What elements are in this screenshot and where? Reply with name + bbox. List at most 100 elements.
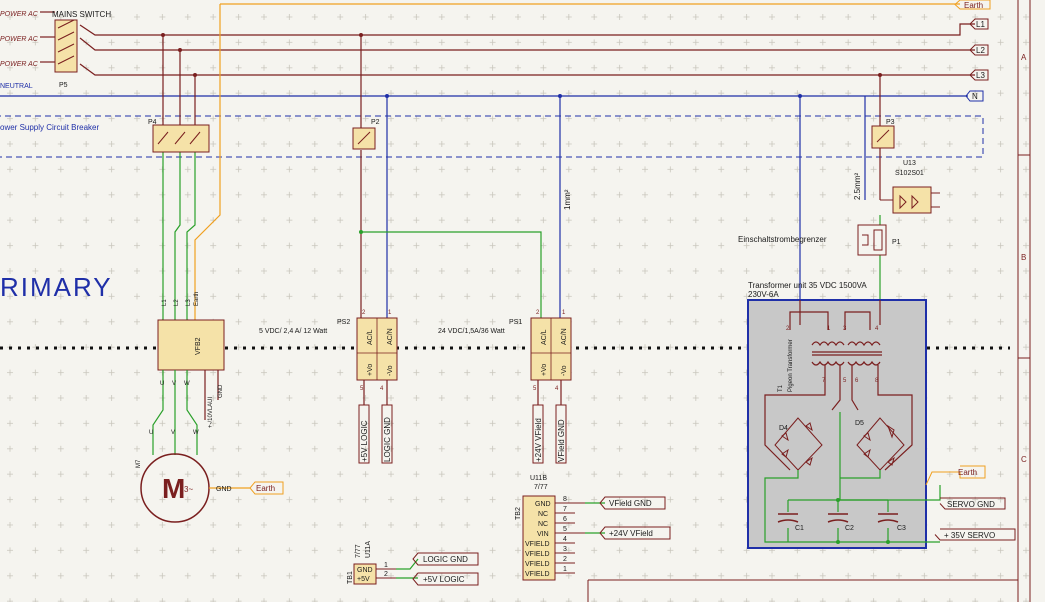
breaker-p3: [871, 125, 895, 149]
transformer-pin-6: 6: [855, 378, 859, 384]
frame-letter-b: B: [1021, 253, 1026, 262]
wire-cross-section-2: 2.5mm²: [853, 173, 862, 200]
ps1-output-labels: [532, 404, 567, 464]
section-label-primary: RIMARY: [0, 272, 113, 302]
transformer-title: Transformer unit 35 VDC 1500VA: [748, 281, 867, 290]
sheet-frame: [587, 0, 1031, 602]
power-supply-ps1: [530, 317, 572, 405]
vfd-out-u: U: [160, 381, 164, 387]
inrush-limiter-p1: [857, 224, 887, 256]
vfd-out-w: W: [184, 381, 190, 387]
tb2-num-2: 2: [563, 556, 567, 563]
relay-u13-part: S102S01: [895, 170, 924, 177]
tb1-num-1: 1: [384, 562, 388, 569]
tb1-title-part: 7/77: [355, 544, 362, 558]
tb2-title-ref: U11B: [530, 475, 547, 482]
ps2-pin-1: 1: [388, 310, 392, 316]
transformer-pin-3: 3: [843, 326, 847, 332]
tb2-title-part: 7/77: [534, 484, 548, 491]
vfd-out-v: V: [172, 381, 176, 387]
ps1-pin-2: 2: [536, 310, 540, 316]
junction-dot: [798, 94, 802, 98]
ps1-pin-acn: AC/N: [561, 328, 568, 345]
tb1-title-ref: U11A: [365, 541, 372, 558]
tb2-pin-vin: VIN: [537, 531, 549, 538]
junction-dot: [558, 94, 562, 98]
frame-letter-a: A: [1021, 53, 1027, 62]
motor-pin-w: W: [193, 430, 199, 436]
tb2-ref: TB2: [515, 507, 522, 520]
transformer-pin-7: 7: [822, 378, 826, 384]
transformer-part: Pigeon Transformer: [788, 339, 794, 392]
tb2-num-5: 5: [563, 526, 567, 533]
terminal-block-tb2: [522, 495, 671, 581]
breaker-p3-ref: P3: [886, 119, 895, 126]
vfd-pin-l2: L2: [174, 299, 180, 306]
ps2-ref: PS2: [337, 319, 350, 326]
net-label-l2: L2: [969, 44, 989, 56]
power-rails: [0, 3, 975, 97]
net-label-n-text: N: [972, 92, 978, 101]
net-label-l2-text: L2: [976, 46, 985, 55]
inrush-ref: P1: [892, 239, 901, 246]
diode-bridge-d5-ref: D5: [855, 420, 864, 427]
mains-switch-title: MAINS SWITCH: [52, 10, 111, 19]
ps2-pin-acn: AC/N: [387, 328, 394, 345]
tb2-pin-vfield4: VFIELD: [525, 571, 550, 578]
ps1-pin-1: 1: [562, 310, 566, 316]
tb2-num-1: 1: [563, 566, 567, 573]
power-ac-label-1: POWER AC: [0, 11, 39, 18]
ps2-pin-acl: AC/L: [367, 329, 374, 345]
vfd-out-gnd: GND: [218, 384, 224, 398]
motor-gnd: GND: [216, 486, 232, 493]
motor-pin-v: V: [171, 430, 175, 436]
vfd-block: [157, 319, 225, 371]
transformer-pin-4: 4: [875, 326, 879, 332]
junction-dot: [878, 73, 882, 77]
ps2-output-labels: [358, 404, 393, 464]
neutral-label: NEUTRAL: [0, 83, 33, 90]
wires-p4: [162, 4, 221, 320]
net-label-earth: Earth: [954, 0, 991, 10]
tb2-pin-nc2: NC: [538, 521, 548, 528]
transformer-unit: [747, 299, 941, 549]
breaker-group-box: [0, 115, 984, 158]
motor-pin-u: U: [149, 430, 153, 436]
relay-u13-ref: U13: [903, 160, 916, 167]
vfd-pin-l1: L1: [162, 299, 168, 306]
ps1-desc: 24 VDC/1,5A/36 Watt: [438, 328, 505, 335]
tb2-num-4: 4: [563, 536, 567, 543]
transformer-pin-8: 8: [875, 378, 879, 384]
diode-bridge-d4-ref: D4: [779, 425, 788, 432]
net-label-earth-text: Earth: [964, 1, 983, 10]
ps2-desc: 5 VDC/ 2,4 A/ 12 Watt: [259, 328, 327, 335]
ps2-out-logic-gnd: LOGIC GND: [383, 417, 392, 462]
tb1-pin-5v: +5V: [357, 576, 370, 583]
net-label-l1-text: L1: [976, 20, 985, 29]
ps1-ref: PS1: [509, 319, 522, 326]
transformer-pin-1: 1: [827, 326, 831, 332]
ps2-pin-vo-plus: +Vo: [367, 364, 374, 376]
ps1-out-plus24v: +24V VField: [534, 418, 543, 462]
transformer-pin-2: 2: [786, 326, 790, 332]
tb1-label-5v-logic: +5V LOGIC: [423, 575, 465, 584]
ps2-pin-4: 4: [380, 386, 384, 392]
junction-dot: [178, 48, 182, 52]
ps2-out-plus5v: +5V LOGIC: [360, 420, 369, 462]
tb2-pin-vfield2: VFIELD: [525, 551, 550, 558]
transformer-ref: T1: [778, 384, 784, 392]
breaker-p4: [152, 124, 210, 153]
ps1-pin-vo-minus: -Vo: [561, 365, 568, 376]
inrush-label: Einschaltstrombegrenzer: [738, 235, 827, 244]
ps1-out-vfield-gnd: VField GND: [557, 419, 566, 462]
tb2-pin-vfield1: VFIELD: [525, 541, 550, 548]
junction-dot: [359, 230, 363, 234]
tb1-num-2: 2: [384, 571, 388, 578]
net-label-l3: L3: [969, 69, 989, 81]
terminal-block-tb1: [353, 552, 479, 586]
tb1-label-logic-gnd: LOGIC GND: [423, 555, 468, 564]
vfd-ref: VFB2: [195, 337, 202, 355]
vfd-output-wires: [152, 370, 219, 455]
